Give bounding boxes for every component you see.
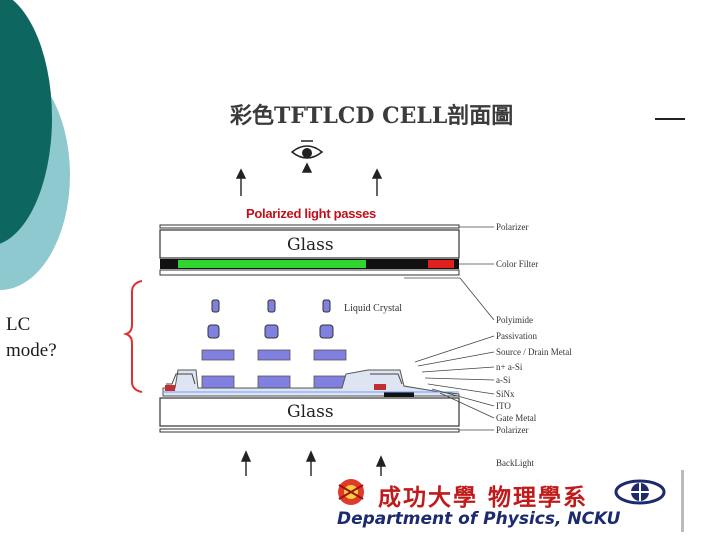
lc-mode-line-2: mode? — [6, 340, 57, 361]
department-name-en: Department of Physics, NCKU — [337, 509, 621, 529]
logo-edge-bar — [681, 470, 684, 532]
layer-label-polarizer-top: Polarizer — [496, 222, 529, 232]
layer-label-ito: ITO — [496, 401, 511, 411]
bottom-polarizer — [159, 428, 460, 433]
top-glass — [159, 229, 460, 259]
lc-bracket — [122, 280, 143, 393]
department-name-zh: 成功大學 物理學系 — [378, 485, 589, 511]
layer-label-polyimide: Polyimide — [496, 315, 534, 325]
pixel-electrodes — [201, 349, 347, 389]
color-filter — [159, 259, 460, 276]
ncku-emblem-icon — [338, 479, 364, 505]
layer-label-n-plus-asi: n+ a-Si — [496, 362, 523, 372]
backlight-arrows — [240, 450, 387, 476]
leader-lines — [404, 226, 495, 431]
layer-label-color-filter: Color Filter — [496, 259, 539, 269]
title-dash — [655, 118, 685, 120]
teal-dark-arc — [0, 0, 52, 244]
layer-label-backlight: BackLight — [496, 458, 534, 468]
top-polarizer — [159, 224, 460, 229]
layer-label-asi: a-Si — [496, 375, 511, 385]
glass-top-label: Glass — [287, 235, 334, 255]
light-arrows-top — [235, 162, 383, 196]
glass-bottom-label: Glass — [287, 402, 334, 422]
layer-label-polarizer-bottom: Polarizer — [496, 425, 529, 435]
layer-label-source-drain: Source / Drain Metal — [496, 347, 572, 357]
slide-title: 彩色TFTLCD CELL剖面圖 — [230, 103, 514, 129]
eye-icon — [290, 140, 324, 159]
liquid-crystal-molecules — [207, 299, 334, 339]
polarized-light-label: Polarized light passes — [246, 206, 376, 221]
lc-mode-question: LC mode? — [6, 312, 57, 364]
layer-label-passivation: Passivation — [496, 331, 538, 341]
tft-layers — [162, 369, 460, 397]
bottom-glass — [159, 397, 460, 427]
liquid-crystal-label: Liquid Crystal — [344, 303, 403, 314]
layer-label-gate-metal: Gate Metal — [496, 413, 537, 423]
physics-eye-logo-icon — [614, 479, 666, 505]
lc-mode-line-1: LC — [6, 314, 31, 335]
layer-label-sinx: SiNx — [496, 389, 515, 399]
